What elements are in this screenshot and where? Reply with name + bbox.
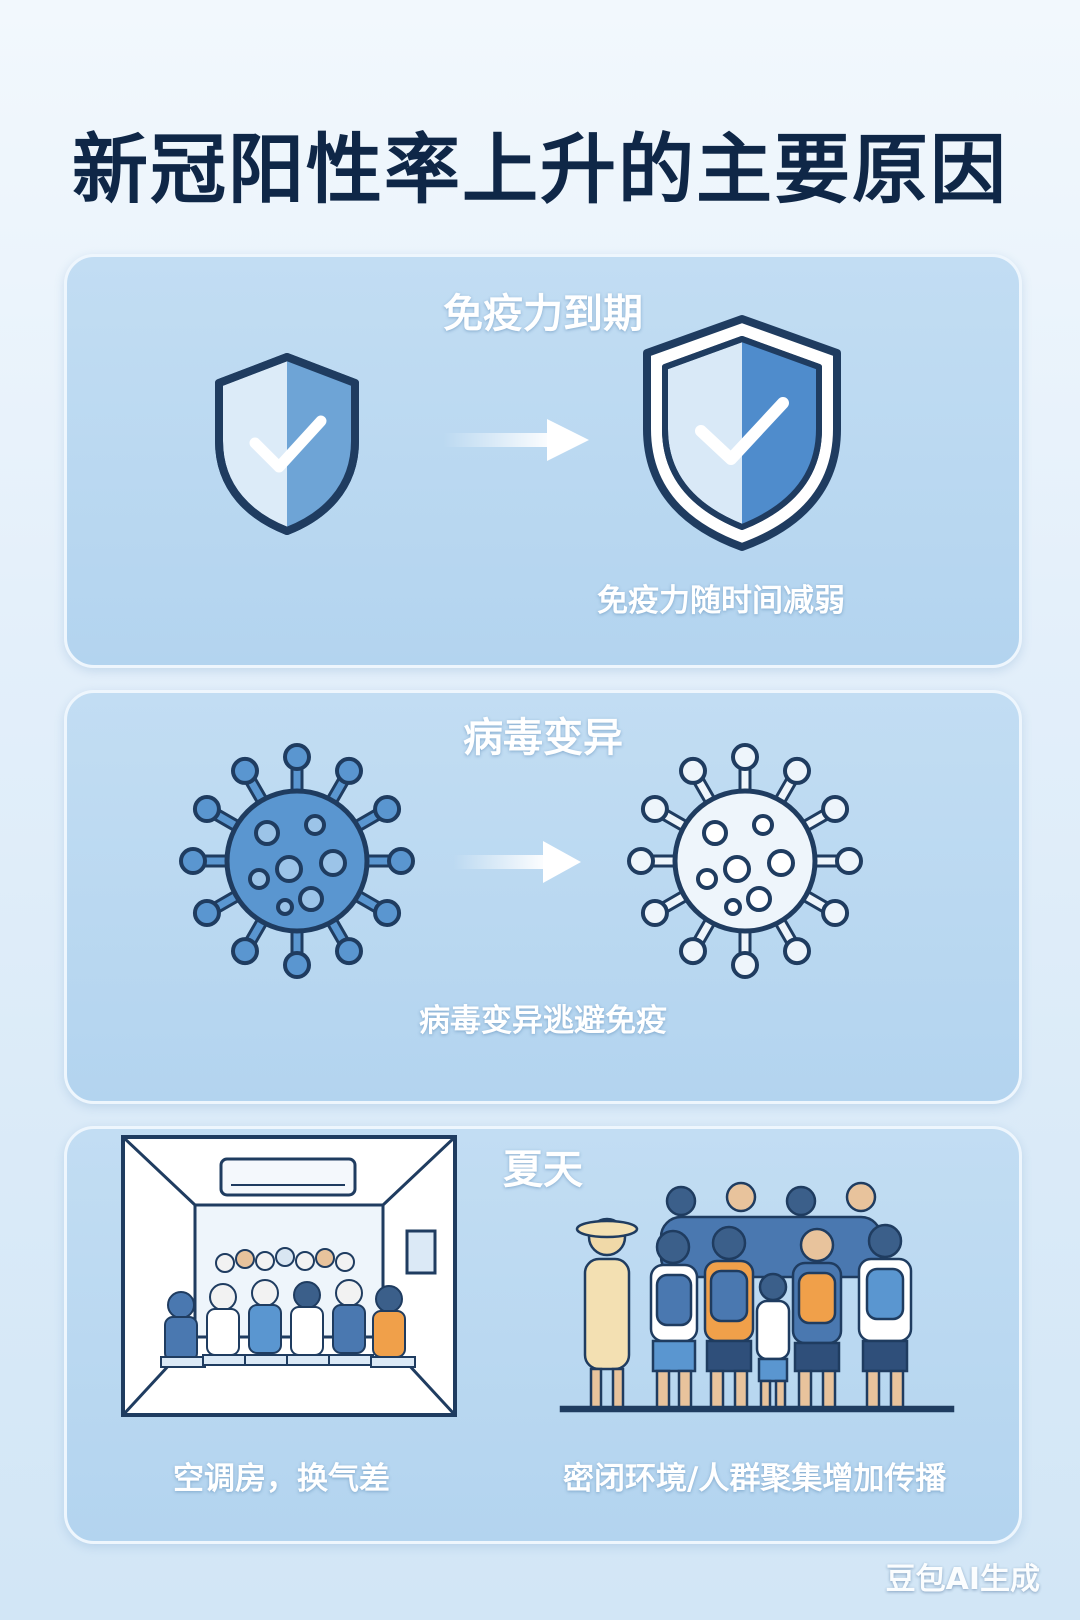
section-title: 免疫力到期 bbox=[443, 291, 643, 337]
page-title: 新冠阳性率上升的主要原因 bbox=[72, 125, 1008, 214]
caption-air-conditioning: 空调房，换气差 bbox=[173, 1461, 390, 1497]
caption-immunity: 免疫力随时间减弱 bbox=[597, 583, 845, 619]
shield-check-icon bbox=[215, 353, 359, 535]
section-summer: 夏天 bbox=[64, 1126, 1022, 1544]
section-virus-mutation: 病毒变异 病毒变异逃避免疫 bbox=[64, 690, 1022, 1104]
crowd-icon bbox=[559, 1181, 955, 1413]
arrow-right-icon bbox=[443, 419, 589, 461]
section-title: 夏天 bbox=[503, 1147, 583, 1193]
caption-mutation: 病毒变异逃避免疫 bbox=[419, 1003, 667, 1039]
virus-icon bbox=[627, 743, 863, 979]
watermark: 豆包AI生成 bbox=[885, 1562, 1040, 1597]
air-conditioner-icon bbox=[121, 1135, 457, 1417]
section-title: 病毒变异 bbox=[463, 715, 623, 761]
virus-icon bbox=[179, 743, 415, 979]
arrow-right-icon bbox=[453, 841, 581, 883]
shield-check-icon bbox=[643, 315, 841, 551]
section-immunity-expiry: 免疫力到期 免疫力随时间减弱 bbox=[64, 254, 1022, 668]
caption-crowding: 密闭环境/人群聚集增加传播 bbox=[563, 1461, 947, 1497]
